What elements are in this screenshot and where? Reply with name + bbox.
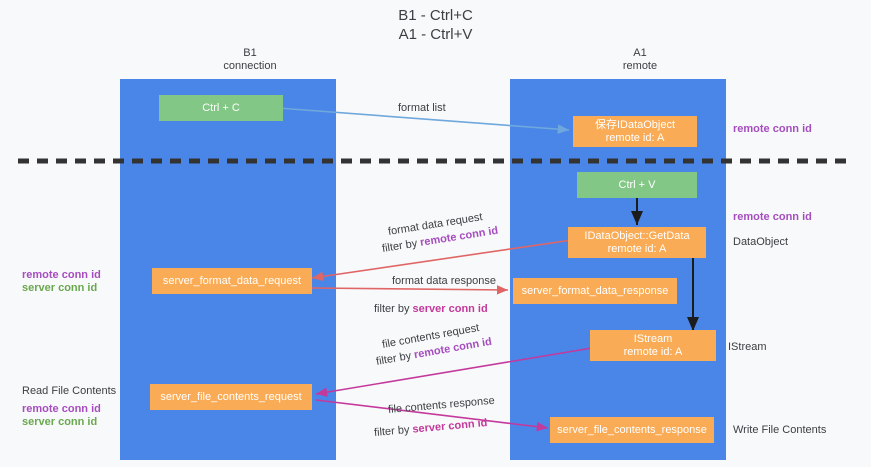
edge-label-format-data-request-filter-prefix: filter by [381,237,422,255]
node-server-format-data-request[interactable]: server_format_data_request [152,268,312,294]
node-ctrl-v-label: Ctrl + V [618,178,656,191]
annotation-right-istream: IStream [728,341,767,353]
edge-label-format-data-response-filter: filter by server conn id [374,299,488,317]
annotation-left-remote-conn-id-mid: remote conn id [22,269,101,281]
node-store-idataobject[interactable]: 保存IDataObject remote id: A [573,116,697,147]
annotation-left-server-conn-id-bottom: server conn id [22,416,98,428]
edge-label-format-data-response-filter-key: server conn id [412,303,488,315]
node-idataobject-getdata-line-2: remote id: A [607,242,667,255]
edge-label-format-data-response: format data response [392,275,496,287]
annotation-left-remote-conn-id-bottom: remote conn id [22,403,101,415]
edge-label-file-contents-request-filter-prefix: filter by [375,349,416,368]
node-idataobject-getdata[interactable]: IDataObject::GetData remote id: A [568,227,706,258]
page-title-line-1: B1 - Ctrl+C [398,7,473,24]
connector-format-data-response [311,285,509,295]
column-header-b1-sub: connection [223,60,277,72]
node-server-file-contents-request[interactable]: server_file_contents_request [150,384,312,410]
annotation-right-dataobject: DataObject [733,236,789,248]
column-header-a1-name: A1 [633,47,647,59]
node-ctrl-v[interactable]: Ctrl + V [577,172,697,198]
page-title: B1 - Ctrl+C A1 - Ctrl+V [0,6,871,44]
annotation-right-remote-conn-id-top: remote conn id [733,123,812,135]
node-server-format-data-request-label: server_format_data_request [162,274,302,287]
column-header-b1: B1 connection [150,47,350,73]
node-store-idataobject-line-1: 保存IDataObject [594,118,676,131]
edge-label-format-data-response-filter-prefix: filter by [374,303,413,315]
node-server-format-data-response[interactable]: server_format_data_response [513,278,677,304]
node-istream[interactable]: IStream remote id: A [590,330,716,361]
node-idataobject-getdata-line-1: IDataObject::GetData [584,229,690,242]
column-header-b1-name: B1 [243,47,257,59]
node-store-idataobject-line-2: remote id: A [605,131,665,144]
node-istream-line-1: IStream [633,332,673,345]
node-ctrl-c-label: Ctrl + C [202,101,240,114]
column-header-a1-sub: remote [622,60,658,72]
edge-label-file-contents-response-filter-prefix: filter by [373,423,413,439]
node-server-file-contents-request-label: server_file_contents_request [160,390,302,403]
annotation-right-remote-conn-id-mid: remote conn id [733,211,812,223]
node-ctrl-c[interactable]: Ctrl + C [159,95,283,121]
edge-label-format-list: format list [398,102,446,114]
annotation-left-server-conn-id-mid: server conn id [22,282,98,294]
node-server-format-data-response-label: server_format_data_response [521,284,669,297]
column-header-a1: A1 remote [540,47,740,73]
edge-label-file-contents-response-filter-key: server conn id [411,417,488,436]
annotation-right-write-file-contents: Write File Contents [733,424,827,436]
node-server-file-contents-response[interactable]: server_file_contents_response [550,417,714,443]
annotation-left-read-file-contents: Read File Contents [22,385,117,397]
node-server-file-contents-response-label: server_file_contents_response [557,423,707,436]
node-istream-line-2: remote id: A [623,345,683,358]
page-title-line-2: A1 - Ctrl+V [398,26,473,43]
